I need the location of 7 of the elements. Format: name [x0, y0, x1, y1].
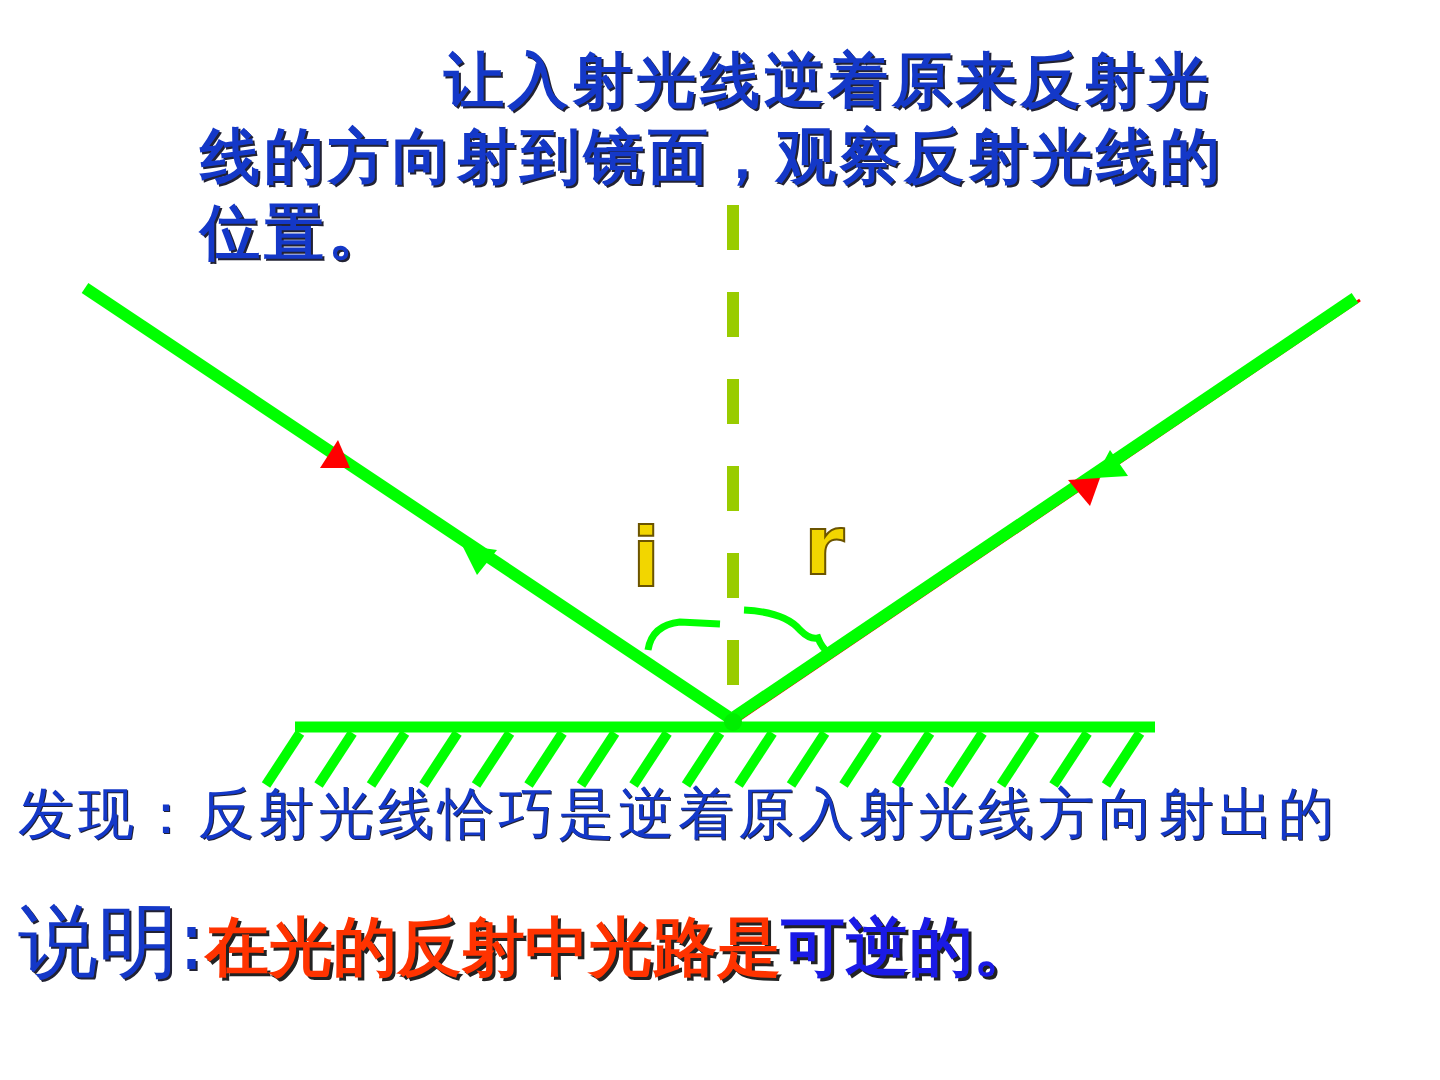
angle-label: r — [804, 498, 845, 594]
instruction-text: 让入射光线逆着原来反射光线的方向射到镜面，观察反射光线的位置。 — [200, 44, 1225, 269]
finding-text: 发现：反射光线恰巧是逆着原入射光线方向射出的 — [18, 780, 1338, 848]
conclusion-heading: 说明: — [18, 895, 205, 988]
conclusion-text: 可逆的。 — [780, 910, 1037, 984]
angle-label: i — [632, 510, 661, 606]
conclusion-text: 在光的反射中光路是 — [204, 910, 781, 984]
